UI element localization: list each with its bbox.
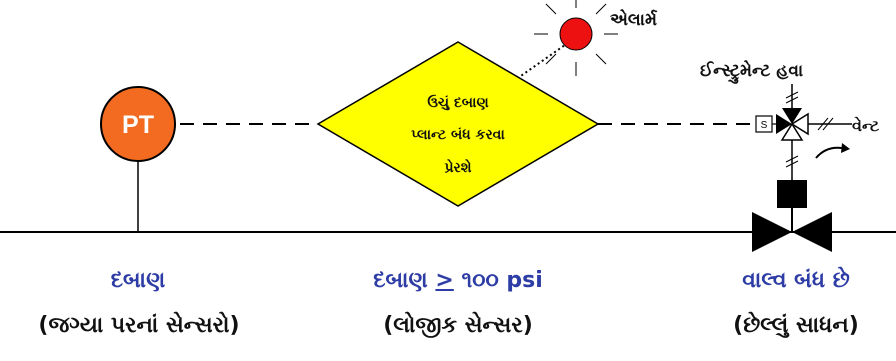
diamond-line-3: પ્રેરશે — [444, 158, 472, 176]
logic-diamond — [316, 41, 600, 207]
shutdown-valve-icon — [752, 180, 832, 252]
valve-column-subtitle: (છેલ્લું સાધન) — [733, 313, 859, 338]
logic-title-post: ૧૦૦ psi — [453, 268, 543, 293]
vent-label: વેન્ટ — [852, 115, 880, 135]
pt-label: PT — [122, 111, 154, 139]
solenoid-label: S — [761, 120, 768, 131]
valve-column-title: વાલ્વ બંધ છે — [742, 268, 850, 293]
alarm-signal-line — [504, 44, 566, 88]
logic-title-ge-symbol: > — [435, 268, 454, 293]
vent-arrowhead — [841, 143, 850, 153]
diamond-line-2: પ્લાન્ટ બંધ કરવા — [411, 127, 505, 143]
diamond-line-1: ઉચું દબાણ — [427, 94, 488, 111]
logic-title-pre: દબાણ — [373, 268, 436, 293]
sensor-column-subtitle: (જગ્યા પરનાં સેન્સરો) — [38, 313, 240, 338]
logic-column-title: દબાણ > ૧૦૦ psi — [328, 268, 588, 293]
solenoid-valve-icon — [755, 84, 852, 180]
sensor-column-title: દબાણ — [110, 268, 166, 293]
logic-column-subtitle: (લોજીક સેન્સર) — [383, 313, 533, 338]
pressure-transmitter: PT — [100, 86, 176, 162]
alarm-light-icon — [534, 0, 618, 76]
instrument-air-label: ઈન્સ્ટ્રુમેન્ટ હવા — [700, 59, 803, 85]
alarm-label: એલાર્મ — [610, 8, 658, 30]
vent-arrow — [815, 146, 843, 159]
